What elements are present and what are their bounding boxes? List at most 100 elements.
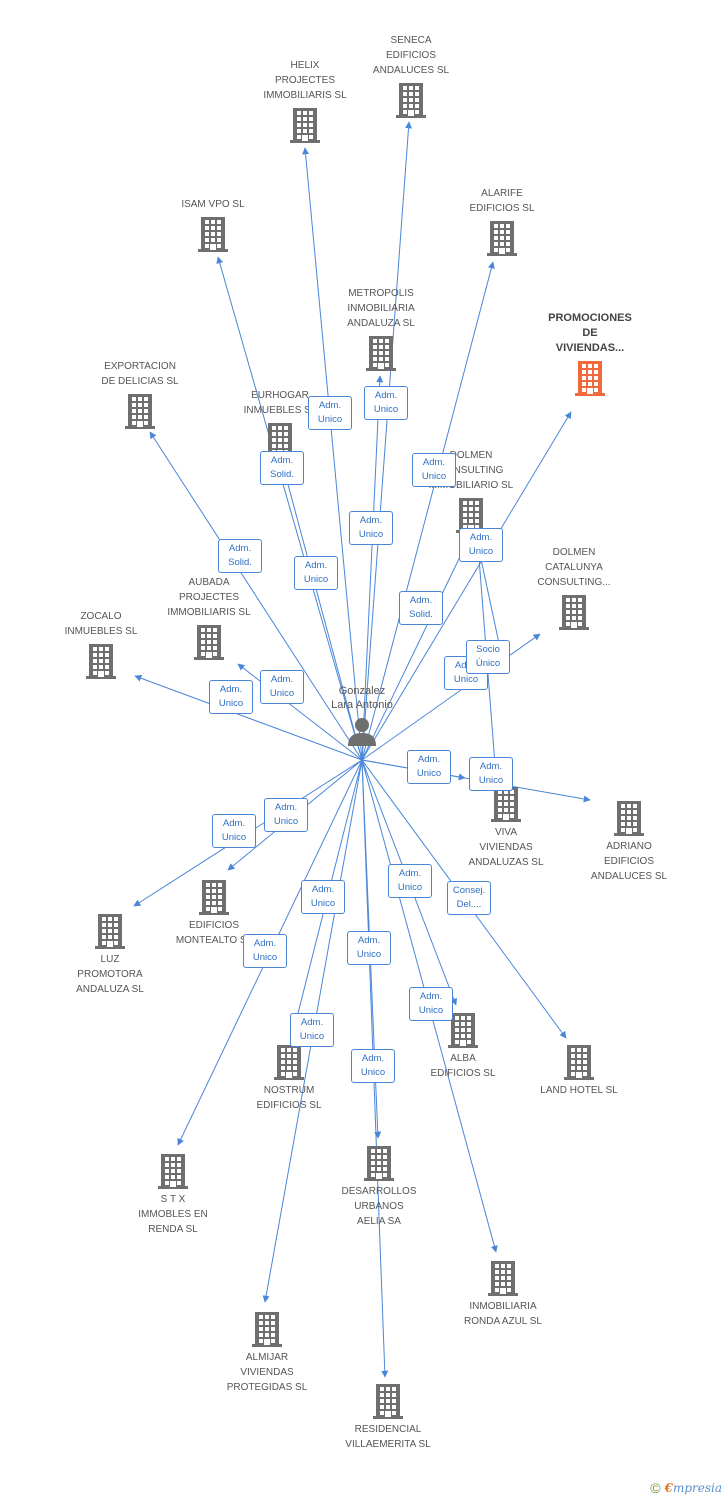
- building-icon: [274, 1045, 304, 1080]
- edge-eurhogar: [280, 461, 363, 761]
- building-icon: [396, 83, 426, 118]
- edge-helix: [302, 147, 363, 761]
- company-node-promociones[interactable]: PROMOCIONES DE VIVIENDAS...: [520, 311, 660, 396]
- company-label: LAND HOTEL SL: [540, 1085, 618, 1096]
- edge-label-residencial[interactable]: Adm. Unico: [351, 1049, 395, 1083]
- building-icon: [125, 394, 155, 429]
- company-label: ZOCALO INMUEBLES SL: [64, 611, 138, 637]
- company-node-stx[interactable]: S T X IMMOBLES EN RENDA SL: [103, 1153, 243, 1237]
- edge-label-luz[interactable]: Adm. Unico: [212, 814, 256, 848]
- company-node-land[interactable]: LAND HOTEL SL: [509, 1044, 649, 1098]
- company-node-ronda[interactable]: INMOBILIARIA RONDA AZUL SL: [433, 1260, 573, 1329]
- building-icon: [194, 625, 224, 660]
- company-node-zocalo[interactable]: ZOCALO INMUEBLES SL: [31, 609, 171, 679]
- company-label: NOSTRUM EDIFICIOS SL: [256, 1085, 322, 1111]
- building-icon: [95, 914, 125, 949]
- edge-label-alba[interactable]: Adm. Unico: [388, 864, 432, 898]
- edge-seneca: [361, 121, 413, 761]
- edge-label-exportacion[interactable]: Adm. Solid.: [260, 451, 304, 485]
- company-node-helix[interactable]: HELIX PROJECTES IMMOBILIARIS SL: [235, 58, 375, 143]
- edge-label-promociones[interactable]: Adm. Unico: [459, 528, 503, 562]
- company-node-alarife[interactable]: ALARIFE EDIFICIOS SL: [432, 186, 572, 256]
- edge-label-dolmen_cons[interactable]: Adm. Solid.: [399, 591, 443, 625]
- building-icon: [614, 801, 644, 836]
- company-label: ALBA EDIFICIOS SL: [430, 1053, 496, 1079]
- building-icon: [199, 880, 229, 915]
- edge-label-aubada[interactable]: Adm. Unico: [260, 670, 304, 704]
- company-node-alba[interactable]: ALBA EDIFICIOS SL: [393, 1012, 533, 1081]
- edge-label-desarrollos[interactable]: Adm. Unico: [347, 931, 391, 965]
- edge-label-dolmen_cons-to-adriano[interactable]: Adm. Unico: [469, 757, 513, 791]
- person-icon: [348, 718, 376, 746]
- company-label: ALMIJAR VIVIENDAS PROTEGIDAS SL: [226, 1352, 308, 1393]
- building-icon: [559, 595, 589, 630]
- edge-label-stx[interactable]: Adm. Unico: [243, 934, 287, 968]
- company-label: ADRIANO EDIFICIOS ANDALUCES SL: [590, 841, 668, 882]
- company-label: PROMOCIONES DE VIVIENDAS...: [548, 312, 632, 354]
- company-node-adriano[interactable]: ADRIANO EDIFICIOS ANDALUCES SL: [559, 800, 699, 884]
- company-node-seneca[interactable]: SENECA EDIFICIOS ANDALUCES SL: [341, 33, 481, 118]
- building-icon: [373, 1384, 403, 1419]
- brand-logo[interactable]: €mpresia: [664, 1481, 722, 1495]
- edge-alarife: [361, 261, 495, 761]
- company-node-nostrum[interactable]: NOSTRUM EDIFICIOS SL: [219, 1044, 359, 1113]
- company-label: DOLMEN CATALUNYA CONSULTING...: [537, 547, 611, 588]
- edge-zocalo: [134, 674, 363, 761]
- building-icon: [364, 1146, 394, 1181]
- edge-dolmen_cons: [361, 535, 471, 761]
- building-icon: [252, 1312, 282, 1347]
- company-label: DESARROLLOS URBANOS AELIA SA: [341, 1186, 417, 1227]
- building-icon: [290, 108, 320, 143]
- company-node-dolmen_cat[interactable]: DOLMEN CATALUNYA CONSULTING...: [504, 545, 644, 630]
- edge-label-seneca[interactable]: Adm. Unico: [364, 386, 408, 420]
- company-label: INMOBILIARIA RONDA AZUL SL: [464, 1301, 542, 1327]
- edge-label-nostrum[interactable]: Adm. Unico: [301, 880, 345, 914]
- company-label: ISAM VPO SL: [181, 199, 245, 210]
- edge-label-isam[interactable]: Adm. Solid.: [218, 539, 262, 573]
- edge-promociones: [361, 411, 572, 761]
- edge-label-helix[interactable]: Adm. Unico: [308, 396, 352, 430]
- person-node[interactable]: Gonzalez Lara Antonio: [302, 684, 422, 748]
- company-node-desarrollos[interactable]: DESARROLLOS URBANOS AELIA SA: [309, 1145, 449, 1229]
- company-label: METROPOLIS INMOBILIARIA ANDALUZA SL: [347, 288, 415, 329]
- company-label: RESIDENCIAL VILLAEMERITA SL: [345, 1424, 431, 1450]
- edge-dolmen_cat: [361, 633, 541, 761]
- company-label: LUZ PROMOTORA ANDALUZA SL: [76, 954, 144, 995]
- footer-brand: © €mpresia: [650, 1480, 722, 1496]
- building-icon: [564, 1045, 594, 1080]
- company-label: AUBADA PROJECTES IMMOBILIARIS SL: [167, 577, 251, 618]
- edge-label-eurhogar[interactable]: Adm. Unico: [294, 556, 338, 590]
- edge-label-alarife[interactable]: Adm. Unico: [412, 453, 456, 487]
- edge-label-metropolis[interactable]: Adm. Unico: [349, 511, 393, 545]
- building-icon: [158, 1154, 188, 1189]
- edge-aubada: [237, 663, 363, 761]
- edge-exportacion: [149, 431, 363, 761]
- building-icon: [491, 787, 521, 822]
- company-node-isam[interactable]: ISAM VPO SL: [143, 197, 283, 252]
- edge-label-land[interactable]: Consej. Del....: [447, 881, 491, 915]
- company-node-residencial[interactable]: RESIDENCIAL VILLAEMERITA SL: [318, 1383, 458, 1452]
- company-label: DOLMEN CONSULTING IMMOBILIARIO SL: [428, 450, 514, 491]
- company-node-aubada[interactable]: AUBADA PROJECTES IMMOBILIARIS SL: [139, 575, 279, 660]
- building-icon: [86, 644, 116, 679]
- company-label: SENECA EDIFICIOS ANDALUCES SL: [372, 35, 450, 76]
- edge-label-almijar[interactable]: Adm. Unico: [290, 1013, 334, 1047]
- company-node-metropolis[interactable]: METROPOLIS INMOBILIARIA ANDALUZA SL: [311, 286, 451, 371]
- building-icon: [488, 1261, 518, 1296]
- company-node-viva[interactable]: VIVA VIVIENDAS ANDALUZAS SL: [436, 786, 576, 870]
- edge-label-montealto[interactable]: Adm. Unico: [264, 798, 308, 832]
- copyright-symbol: ©: [650, 1480, 661, 1496]
- company-node-luz[interactable]: LUZ PROMOTORA ANDALUZA SL: [40, 913, 180, 997]
- company-label: HELIX PROJECTES IMMOBILIARIS SL: [263, 60, 347, 101]
- building-icon: [448, 1013, 478, 1048]
- company-label: S T X IMMOBLES EN RENDA SL: [138, 1194, 208, 1235]
- edge-label-viva[interactable]: Adm. Unico: [407, 750, 451, 784]
- edge-label-zocalo[interactable]: Adm. Unico: [209, 680, 253, 714]
- edge-label-ronda[interactable]: Adm. Unico: [409, 987, 453, 1021]
- company-node-exportacion[interactable]: EXPORTACION DE DELICIAS SL: [70, 359, 210, 429]
- edge-metropolis: [361, 375, 384, 761]
- building-icon: [198, 217, 228, 252]
- company-node-almijar[interactable]: ALMIJAR VIVIENDAS PROTEGIDAS SL: [197, 1311, 337, 1395]
- edge-label-dolmen_cons-to-dolmen_cat[interactable]: Socio Único: [466, 640, 510, 674]
